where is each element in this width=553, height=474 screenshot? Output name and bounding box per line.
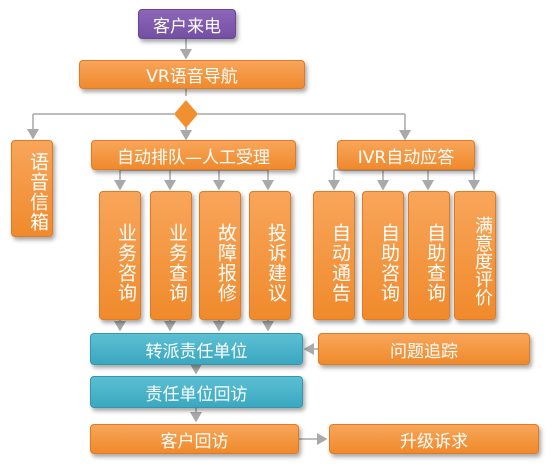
node-unit-callback: 责任单位回访: [90, 376, 303, 408]
node-fault-report: 故障报修: [199, 191, 241, 320]
node-auto-queue: 自动排队—人工受理: [91, 140, 296, 170]
node-escalate-complaint: 升级诉求: [329, 424, 539, 454]
node-issue-tracking: 问题追踪: [318, 333, 530, 365]
node-incoming-call: 客户来电: [138, 9, 236, 39]
node-transfer-unit: 转派责任单位: [90, 333, 303, 365]
node-business-query: 业务查询: [150, 191, 192, 320]
node-ivr-navigation: VR语音导航: [79, 60, 305, 89]
node-self-query: 自助查询: [408, 191, 450, 320]
node-self-consult: 自助咨询: [362, 191, 404, 320]
node-ivr-auto-answer: IVR自动应答: [337, 140, 475, 170]
node-voice-mailbox: 语音信箱: [11, 140, 53, 237]
node-business-consult: 业务咨询: [99, 191, 141, 320]
node-satisfaction-rating: 满意度评价: [454, 191, 496, 320]
node-auto-notice: 自动通告: [313, 191, 355, 320]
decision-diamond: [174, 100, 198, 128]
node-customer-callback: 客户回访: [90, 424, 299, 454]
node-complaint-suggest: 投诉建议: [249, 191, 291, 320]
